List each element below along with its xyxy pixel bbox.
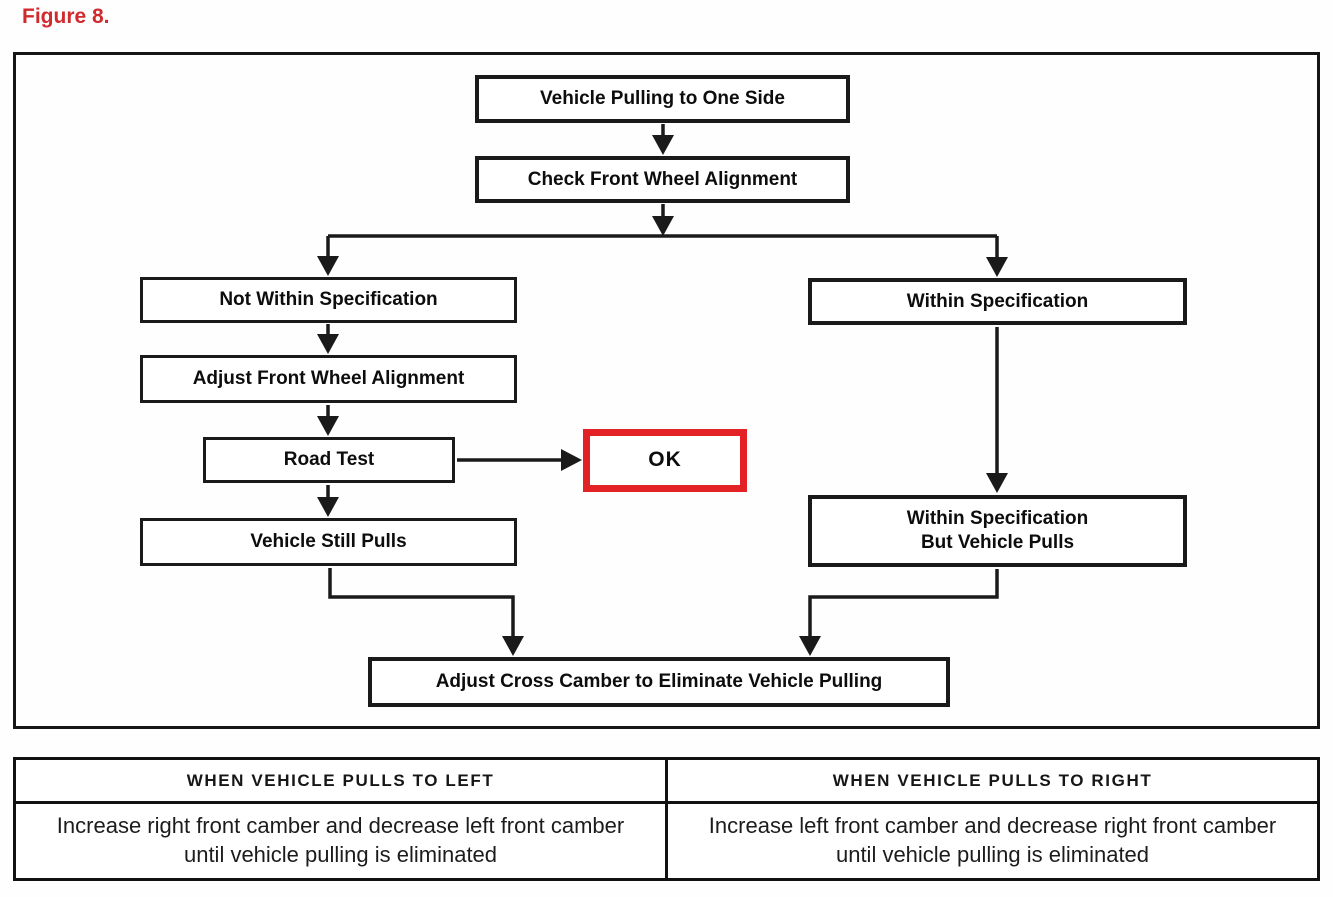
camber-adjustment-table: WHEN VEHICLE PULLS TO LEFT Increase righ… <box>13 757 1320 881</box>
node-within-specification: Within Specification <box>808 278 1187 325</box>
table-column-pulls-left: WHEN VEHICLE PULLS TO LEFT Increase righ… <box>16 760 665 878</box>
figure-label: Figure 8. <box>22 5 110 28</box>
node-adjust-front-wheel-alignment: Adjust Front Wheel Alignment <box>140 355 517 403</box>
table-cell-pulls-right: Increase left front camber and decrease … <box>708 813 1277 867</box>
node-within-specification-but-vehicle-pulls: Within Specification But Vehicle Pulls <box>808 495 1187 567</box>
node-not-within-specification: Not Within Specification <box>140 277 517 323</box>
table-header-pulls-left: WHEN VEHICLE PULLS TO LEFT <box>16 760 665 804</box>
node-road-test: Road Test <box>203 437 455 483</box>
table-cell-pulls-left: Increase right front camber and decrease… <box>56 813 625 867</box>
table-column-pulls-right: WHEN VEHICLE PULLS TO RIGHT Increase lef… <box>665 760 1317 878</box>
table-header-pulls-right: WHEN VEHICLE PULLS TO RIGHT <box>668 760 1317 804</box>
node-check-front-wheel-alignment: Check Front Wheel Alignment <box>475 156 850 203</box>
node-vehicle-still-pulls: Vehicle Still Pulls <box>140 518 517 566</box>
node-vehicle-pulling-to-one-side: Vehicle Pulling to One Side <box>475 75 850 123</box>
node-adjust-cross-camber: Adjust Cross Camber to Eliminate Vehicle… <box>368 657 950 707</box>
node-ok: OK <box>583 429 747 492</box>
